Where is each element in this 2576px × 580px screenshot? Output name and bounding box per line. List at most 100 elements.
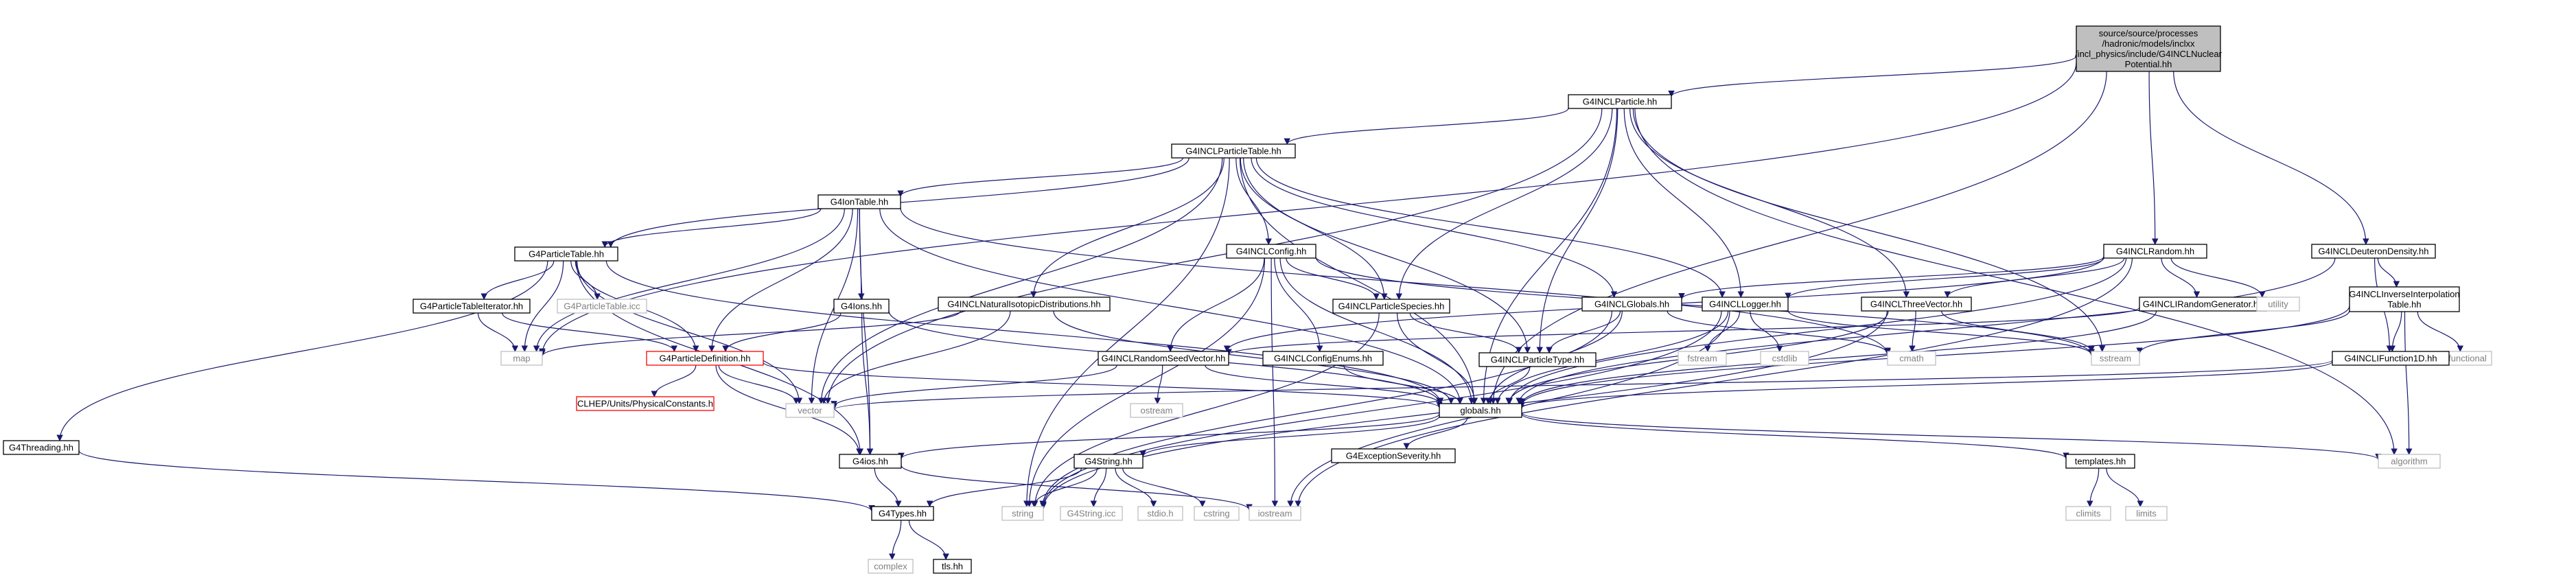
- node-deuteron[interactable]: G4INCLDeuteronDensity.hh: [2311, 244, 2436, 259]
- node-natiso[interactable]: G4INCLNaturalIsotopicDistributions.hh: [938, 297, 1111, 312]
- node-label-random-0: G4INCLRandom.hh: [2116, 246, 2194, 257]
- node-box-ifunc: [2332, 351, 2450, 366]
- node-label-fstream-0: fstream: [1687, 353, 1717, 364]
- node-cstring: cstring: [1194, 506, 1240, 521]
- node-ptype[interactable]: G4INCLParticleType.hh: [1478, 352, 1597, 367]
- node-fstream: fstream: [1678, 351, 1727, 366]
- node-incglobals[interactable]: G4INCLGlobals.hh: [1581, 297, 1682, 312]
- node-label-logger-0: G4INCLLogger.hh: [1709, 299, 1781, 310]
- node-box-root: [2076, 25, 2221, 72]
- node-label-incglobals-0: G4INCLGlobals.hh: [1594, 299, 1669, 310]
- node-ptiterator[interactable]: G4ParticleTableIterator.hh: [413, 299, 531, 314]
- edge-particletable_incl-to-inclconfig: [1235, 157, 1272, 245]
- node-box-cmath: [1887, 351, 1936, 366]
- edge-ptiterator-to-map: [478, 312, 519, 352]
- node-label-map-0: map: [513, 353, 530, 364]
- node-label-ions-0: G4Ions.hh: [841, 301, 882, 312]
- edge-particle-to-vector: [824, 108, 1603, 404]
- node-root[interactable]: source/source/processes/hadronic/models/…: [2075, 25, 2223, 72]
- node-utility: utility: [2256, 297, 2300, 312]
- node-particletable_incl[interactable]: G4INCLParticleTable.hh: [1171, 143, 1296, 159]
- node-g4ios[interactable]: G4ios.hh: [839, 454, 902, 469]
- node-label-root-0: source/source/processes: [2099, 28, 2198, 38]
- edge-seedvec-to-ostream: [1154, 364, 1163, 404]
- node-globals[interactable]: globals.hh: [1439, 403, 1522, 418]
- node-box-particletable_incl: [1171, 143, 1296, 159]
- node-threevec[interactable]: G4INCLThreeVector.hh: [1861, 297, 1972, 312]
- node-algorithm: algorithm: [2378, 454, 2441, 469]
- node-inclconfig[interactable]: G4INCLConfig.hh: [1226, 244, 1316, 259]
- node-stdio: stdio.h: [1137, 506, 1183, 521]
- node-label-templates-0: templates.hh: [2075, 456, 2126, 467]
- node-randgen[interactable]: G4INCLIRandomGenerator.hh: [2139, 297, 2267, 312]
- node-box-ostream: [1130, 403, 1183, 418]
- node-tls[interactable]: tls.hh: [933, 559, 972, 574]
- node-label-root-3: Potential.hh: [2125, 59, 2172, 69]
- edge-g4types-to-complex: [889, 520, 902, 560]
- edge-particle-to-species: [1395, 108, 1613, 300]
- node-label-ptiterator-0: G4ParticleTableIterator.hh: [420, 301, 523, 312]
- node-label-partdef-0: G4ParticleDefinition.hh: [660, 353, 751, 364]
- node-label-cstdlib-0: cstdlib: [1772, 353, 1798, 364]
- node-g4string[interactable]: G4String.hh: [1074, 454, 1144, 469]
- edge-particletable_incl-to-species: [1240, 157, 1388, 300]
- edge-interp-to-sstream: [2136, 310, 2350, 354]
- edge-inclconfig-to-configenums: [1274, 257, 1323, 352]
- node-ostream: ostream: [1130, 403, 1183, 418]
- node-box-algorithm: [2378, 454, 2441, 469]
- node-random[interactable]: G4INCLRandom.hh: [2103, 244, 2207, 259]
- edge-threading-to-g4types: [78, 450, 875, 512]
- edge-particle-to-algorithm: [1634, 108, 2398, 455]
- edge-particle-to-particletable_incl: [1284, 108, 1569, 145]
- node-ions[interactable]: G4Ions.hh: [833, 299, 890, 314]
- node-exsev[interactable]: G4ExceptionSeverity.hh: [1331, 448, 1456, 463]
- edge-particletable_incl-to-ptype: [1243, 157, 1531, 353]
- edge-ifunc-to-vector: [831, 360, 2333, 410]
- edge-layer: [56, 55, 2464, 560]
- node-box-partdef: [646, 351, 764, 366]
- node-box-random: [2103, 244, 2207, 259]
- node-box-pticc: [557, 299, 647, 314]
- node-g4types[interactable]: G4Types.hh: [871, 506, 934, 521]
- node-logger[interactable]: G4INCLLogger.hh: [1702, 297, 1789, 312]
- node-label-complex-0: complex: [874, 561, 907, 572]
- edge-seedvec-to-vector: [831, 364, 1117, 408]
- edge-particle-to-sstream: [1632, 108, 2106, 352]
- node-label-particletable-0: G4ParticleTable.hh: [529, 249, 604, 259]
- edge-interp-to-algorithm: [2404, 311, 2413, 455]
- node-box-complex: [868, 559, 914, 574]
- node-partdef[interactable]: G4ParticleDefinition.hh: [646, 351, 764, 366]
- edge-particletable_incl-to-iontable: [897, 157, 1183, 197]
- node-particle[interactable]: G4INCLParticle.hh: [1568, 94, 1672, 109]
- node-label-algorithm-0: algorithm: [2391, 456, 2427, 467]
- edge-random-to-globals: [1506, 257, 2127, 404]
- node-label-iostream-0: iostream: [1258, 509, 1292, 519]
- node-box-g4types: [871, 506, 934, 521]
- edge-templates-to-climits: [2087, 467, 2100, 507]
- node-ifunc[interactable]: G4INCLIFunction1D.hh: [2332, 351, 2450, 366]
- node-box-stdio: [1137, 506, 1183, 521]
- edge-interp-to-ifunc: [2389, 311, 2402, 352]
- node-particletable[interactable]: G4ParticleTable.hh: [514, 246, 618, 262]
- edge-inclconfig-to-seedvec: [1167, 257, 1265, 352]
- node-iontable[interactable]: G4IonTable.hh: [817, 194, 901, 209]
- edge-particletable-to-threading: [56, 260, 548, 441]
- edge-species-to-string: [1032, 312, 1380, 507]
- node-sstream: sstream: [2091, 351, 2140, 366]
- node-configenums[interactable]: G4INCLConfigEnums.hh: [1262, 351, 1384, 366]
- node-box-incglobals: [1581, 297, 1682, 312]
- edge-logger-to-string: [1040, 310, 1722, 509]
- edge-inclconfig-to-iostream: [1270, 257, 1279, 507]
- node-seedvec[interactable]: G4INCLRandomSeedVector.hh: [1098, 351, 1229, 366]
- edge-iontable-to-particletable: [601, 208, 822, 248]
- node-templates[interactable]: templates.hh: [2065, 454, 2135, 469]
- node-species[interactable]: G4INCLParticleSpecies.hh: [1332, 299, 1450, 314]
- node-threading[interactable]: G4Threading.hh: [3, 440, 80, 455]
- node-clhep[interactable]: CLHEP/Units/PhysicalConstants.h: [576, 396, 715, 411]
- node-label-g4ios-0: G4ios.hh: [852, 456, 888, 467]
- edge-random-to-logger: [1785, 257, 2104, 299]
- edge-g4string-to-cstring: [1122, 467, 1206, 507]
- edge-iontable-to-cmath: [900, 207, 1891, 356]
- node-box-seedvec: [1098, 351, 1229, 366]
